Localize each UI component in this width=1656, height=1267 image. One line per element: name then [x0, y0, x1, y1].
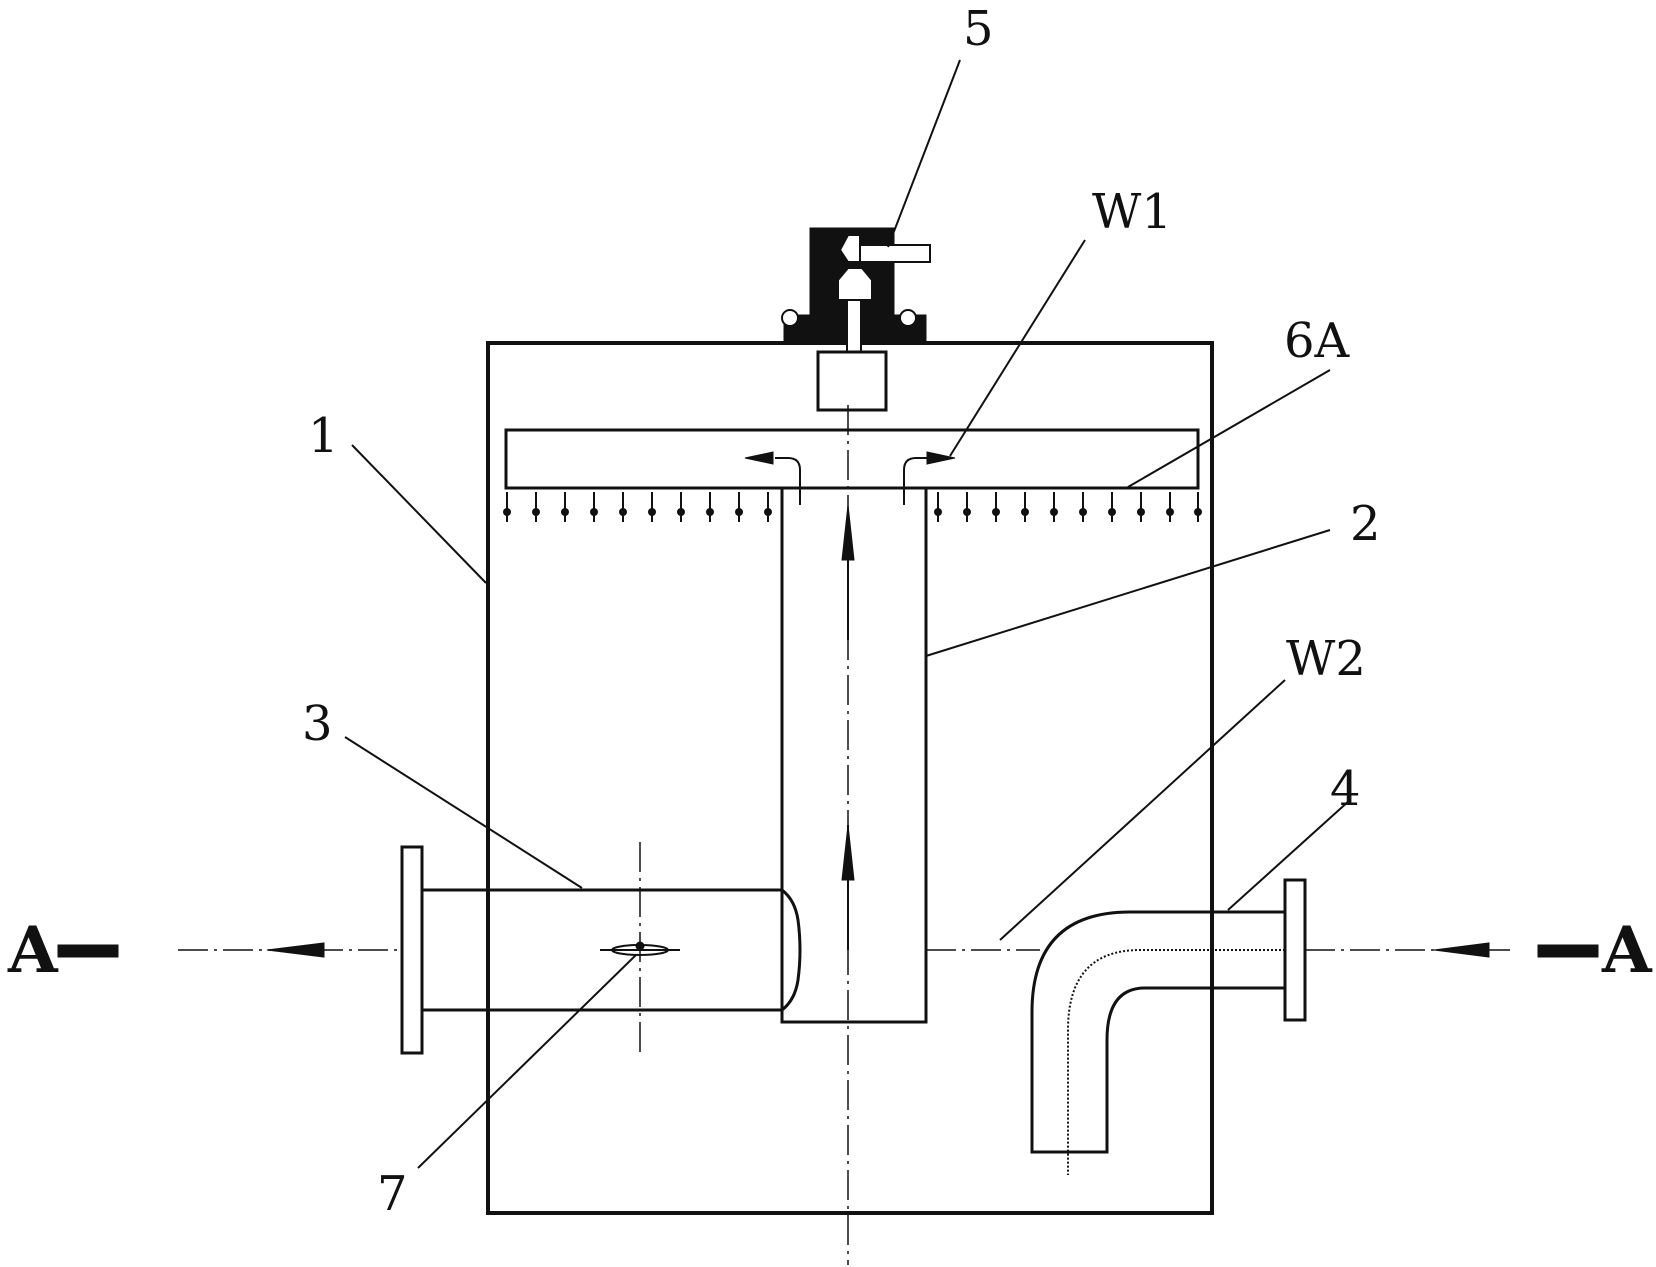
label-3: 3 — [302, 696, 333, 752]
sensor-7 — [600, 941, 680, 956]
outlet-pipe — [1030, 878, 1307, 1175]
section-bar-right — [1537, 944, 1599, 958]
section-arrow-left — [266, 942, 325, 958]
spray-header — [504, 428, 1200, 490]
flow-arrow-w1-right — [926, 451, 956, 465]
label-2: 2 — [1350, 496, 1381, 552]
label-w1: W1 — [1092, 184, 1172, 240]
label-1: 1 — [308, 408, 339, 464]
label-w2: W2 — [1286, 631, 1366, 687]
section-label-right: A — [1601, 913, 1653, 988]
central-riser — [780, 488, 928, 1024]
label-5: 5 — [963, 1, 994, 57]
inlet-pipe — [400, 845, 802, 1055]
label-4: 4 — [1330, 761, 1361, 817]
section-label-left: A — [7, 913, 59, 988]
section-bar-left — [57, 944, 119, 958]
deflector-right — [903, 457, 930, 505]
section-arrow-right — [1433, 942, 1490, 958]
label-7: 7 — [377, 1166, 408, 1222]
deflector-left — [775, 457, 801, 505]
drive-mechanism — [781, 227, 931, 412]
nozzles-right — [934, 492, 1202, 522]
nozzles-left — [503, 492, 772, 522]
leader-lines — [344, 59, 1351, 1169]
label-6a: 6A — [1284, 313, 1351, 369]
tank-body — [486, 341, 1214, 1215]
flow-arrow-w1-left — [744, 451, 774, 465]
